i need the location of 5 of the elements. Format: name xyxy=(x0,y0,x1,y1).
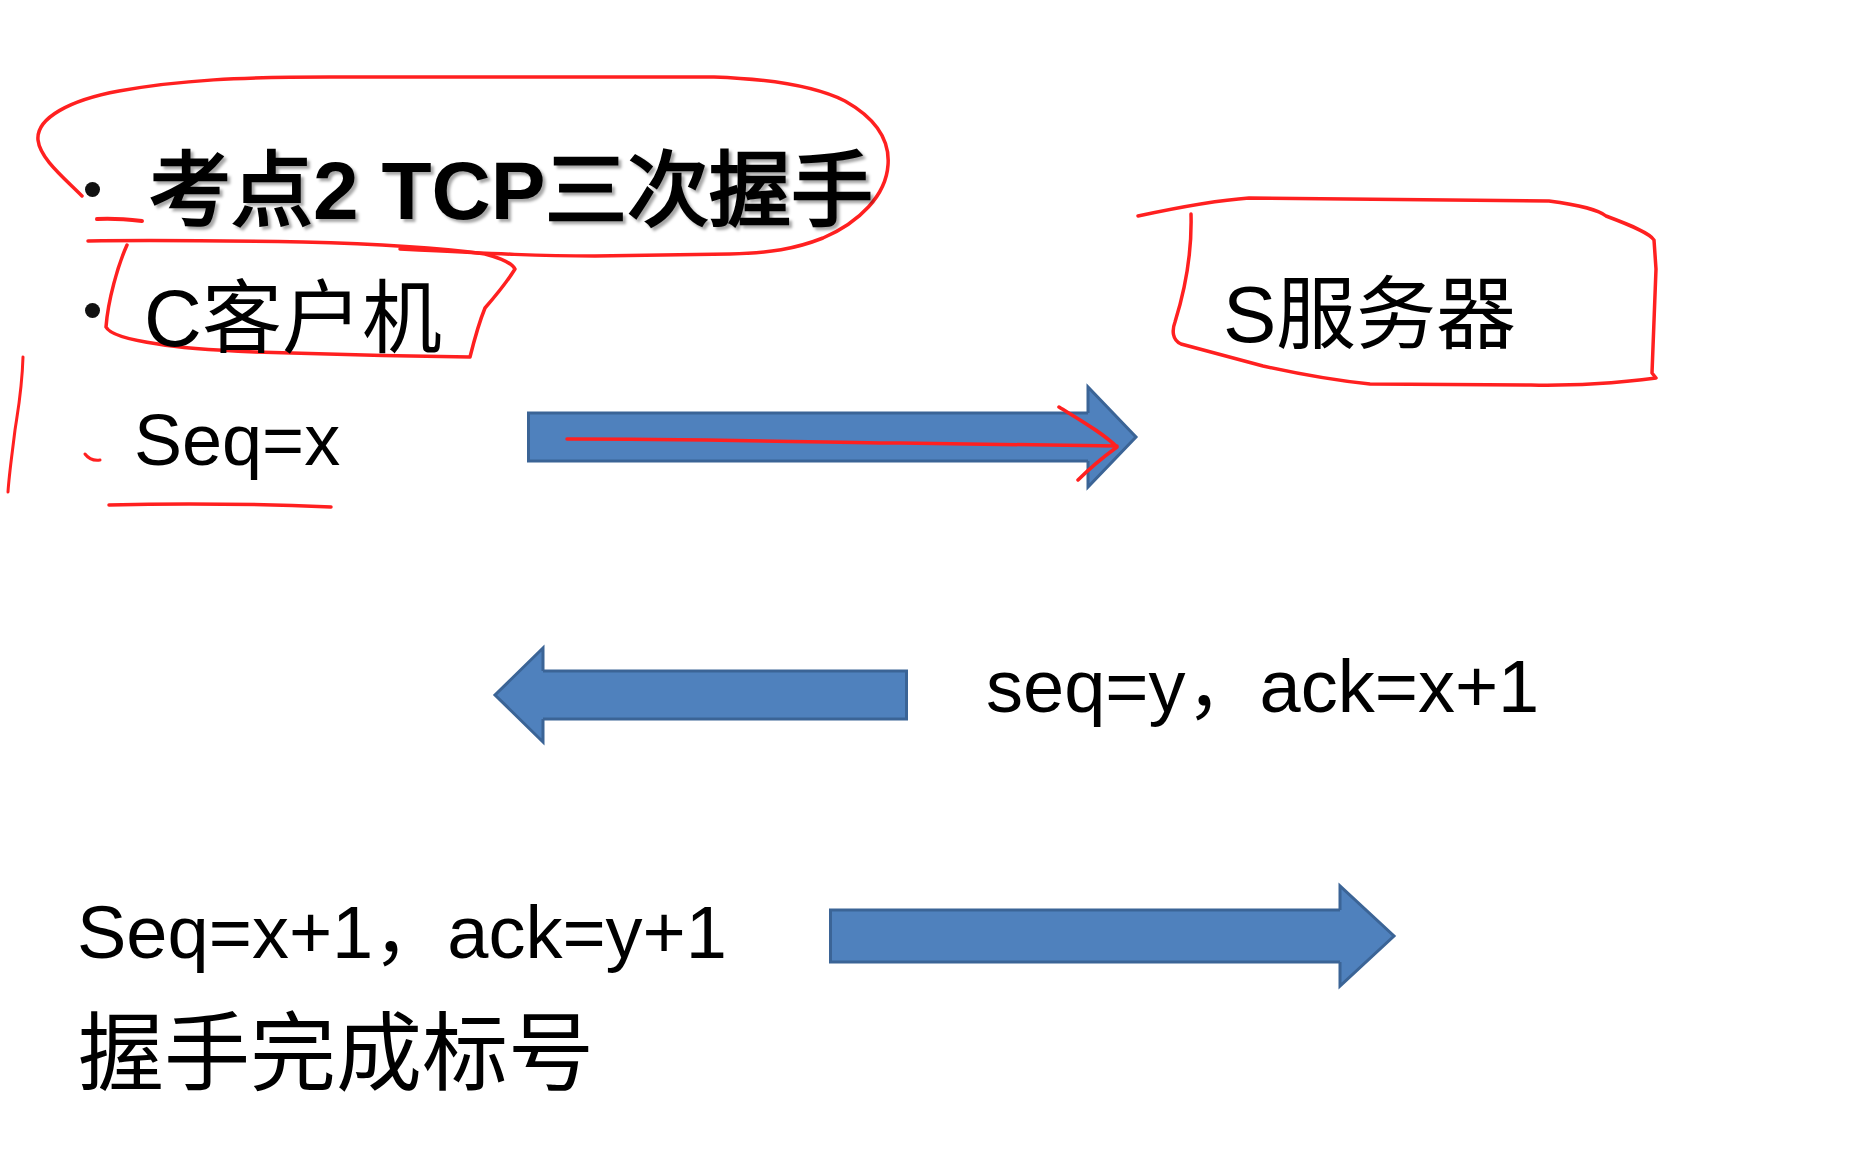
list-item-text: C客户机 xyxy=(144,279,442,359)
server-label: S服务器 xyxy=(1223,275,1517,355)
hand-drawn-box xyxy=(1136,196,1659,388)
heading-text: 考点2 TCP三次握手 xyxy=(149,150,874,232)
note-text: 握手完成标号 xyxy=(78,1011,594,1097)
